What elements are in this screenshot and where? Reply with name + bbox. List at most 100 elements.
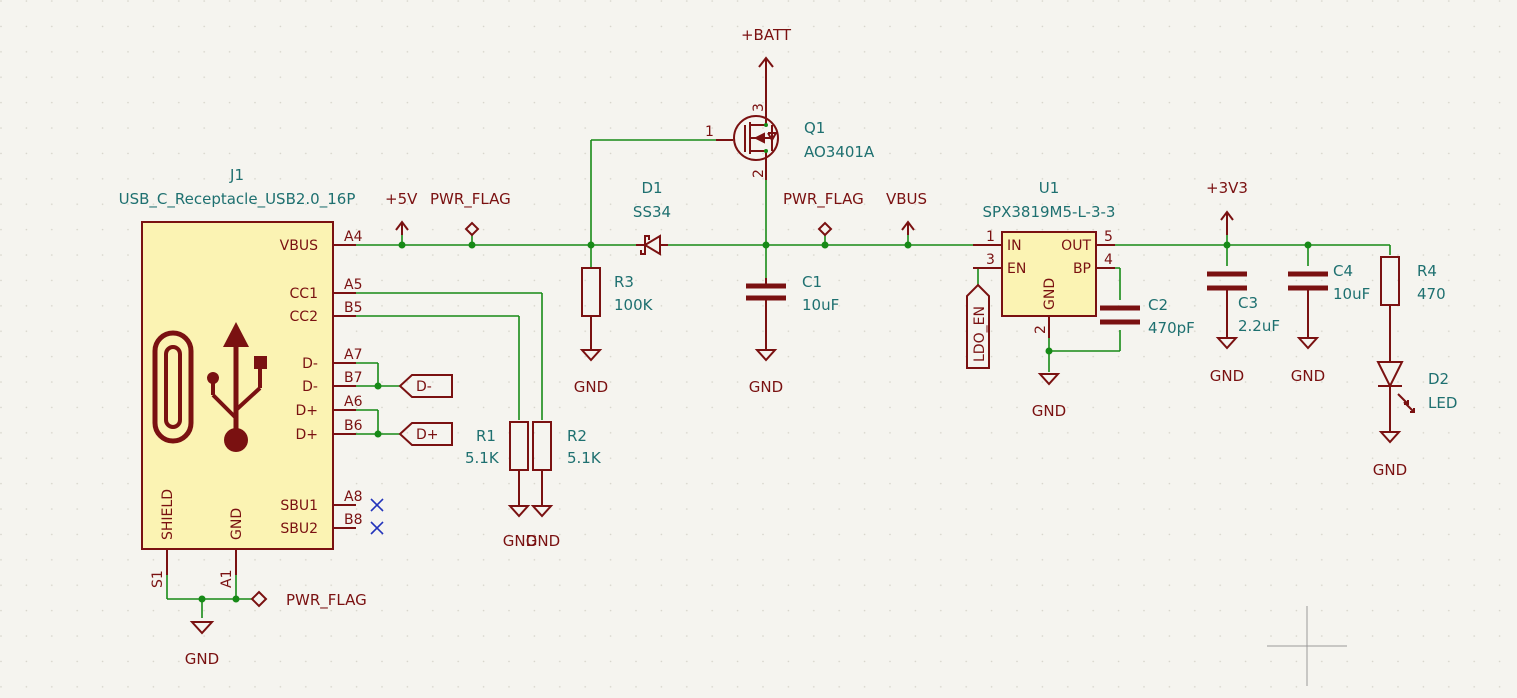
- j1-pnum-b8: B8: [344, 512, 363, 528]
- gnd-c4-label: GND: [1291, 367, 1325, 385]
- gnd-c1-label: GND: [749, 378, 783, 396]
- d-plus-label[interactable]: D+: [398, 422, 453, 446]
- gnd-c1[interactable]: GND: [749, 349, 783, 396]
- j1-pnum-a7: A7: [344, 347, 362, 363]
- ldo-en-label[interactable]: LDO_EN: [966, 283, 990, 369]
- j1-pnum-b6: B6: [344, 418, 363, 434]
- u1-pin-in: IN: [1007, 238, 1022, 254]
- j1-pin-dm1: D-: [302, 356, 318, 372]
- wires: [166, 139, 1391, 618]
- c1-capacitor[interactable]: C1 10uF: [746, 273, 839, 350]
- power-3v3[interactable]: +3V3: [1206, 179, 1248, 235]
- j1-pin-gnd: GND: [229, 508, 245, 540]
- gnd-d2[interactable]: GND: [1373, 431, 1407, 479]
- r1-resistor[interactable]: R1 5.1K: [465, 421, 529, 506]
- r3-value: 100K: [614, 296, 654, 314]
- gnd-c3[interactable]: GND: [1210, 337, 1244, 385]
- pwr-flag-1[interactable]: PWR_FLAG: [430, 190, 511, 237]
- gnd-j1[interactable]: GND: [185, 621, 219, 668]
- r2-value: 5.1K: [567, 449, 602, 467]
- d-minus-label-text: D-: [416, 379, 432, 395]
- gnd-r2-label: GND: [526, 532, 560, 550]
- c3-ref: C3: [1238, 294, 1258, 312]
- gnd-r1-label: GND: [503, 532, 537, 550]
- c4-capacitor[interactable]: C4 10uF: [1288, 262, 1370, 338]
- power-3v3-label: +3V3: [1206, 179, 1248, 197]
- power-vbus[interactable]: VBUS: [886, 190, 927, 235]
- u1-pnum-en: 3: [986, 252, 995, 268]
- j1-ref: J1: [229, 166, 244, 184]
- q1-ref: Q1: [804, 119, 825, 137]
- gnd-r3-label: GND: [574, 378, 608, 396]
- u1-regulator[interactable]: U1 SPX3819M5-L-3-3 IN EN OUT BP GND 1 3 …: [973, 179, 1115, 338]
- r4-ref: R4: [1417, 262, 1437, 280]
- gnd-d2-label: GND: [1373, 461, 1407, 479]
- pwr-flag-3[interactable]: PWR_FLAG: [250, 590, 367, 610]
- pwr-flag-2-label: PWR_FLAG: [783, 190, 864, 209]
- pwr-flag-2[interactable]: PWR_FLAG: [783, 190, 864, 237]
- u1-pin-bp: BP: [1073, 261, 1091, 277]
- d1-ref: D1: [641, 179, 662, 197]
- u1-pin-en: EN: [1007, 261, 1026, 277]
- c2-ref: C2: [1148, 296, 1168, 314]
- gnd-r3[interactable]: GND: [574, 349, 608, 396]
- q1-mosfet[interactable]: 1 2 3 Q1 AO3401A: [705, 92, 875, 180]
- power-batt-label: +BATT: [741, 26, 792, 44]
- power-5v-label: +5V: [385, 190, 418, 208]
- q1-pnum-source: 2: [751, 169, 767, 178]
- power-vbus-label: VBUS: [886, 190, 927, 208]
- d2-value: LED: [1428, 394, 1457, 412]
- r3-resistor[interactable]: R3 100K: [581, 267, 654, 350]
- d1-diode[interactable]: D1 SS34: [633, 179, 671, 256]
- j1-pnum-a1: A1: [219, 570, 235, 588]
- crosshair-cursor-icon: [1267, 606, 1347, 686]
- u1-body: [1001, 231, 1097, 317]
- j1-pin-dm2: D-: [302, 379, 318, 395]
- c1-value: 10uF: [802, 296, 839, 314]
- usb-logo-icon: [152, 322, 267, 452]
- r1-value: 5.1K: [465, 449, 500, 467]
- c2-value: 470pF: [1148, 319, 1195, 337]
- j1-pnum-a6: A6: [344, 394, 363, 410]
- r2-resistor[interactable]: R2 5.1K: [532, 421, 602, 506]
- r3-ref: R3: [614, 273, 634, 291]
- r2-ref: R2: [567, 427, 587, 445]
- d-plus-label-text: D+: [416, 427, 439, 443]
- r4-value: 470: [1417, 285, 1446, 303]
- j1-pnum-b5: B5: [344, 300, 363, 316]
- d1-value: SS34: [633, 203, 671, 221]
- j1-usb-c-connector[interactable]: J1 USB_C_Receptacle_USB2.0_16P: [119, 166, 363, 588]
- d2-led[interactable]: D2 LED: [1376, 361, 1457, 432]
- j1-pnum-a8: A8: [344, 489, 362, 505]
- gnd-c4[interactable]: GND: [1291, 337, 1325, 385]
- pwr-flag-3-label: PWR_FLAG: [286, 591, 367, 610]
- power-5v[interactable]: +5V: [385, 190, 418, 235]
- gnd-u1-label: GND: [1032, 402, 1066, 420]
- j1-pin-cc2: CC2: [290, 309, 318, 325]
- q1-pnum-drain: 3: [751, 103, 767, 112]
- c3-capacitor[interactable]: C3 2.2uF: [1207, 271, 1280, 338]
- j1-pnum-a5: A5: [344, 277, 362, 293]
- j1-pnum-b7: B7: [344, 370, 363, 386]
- power-batt[interactable]: +BATT: [741, 26, 792, 92]
- r1-ref: R1: [476, 427, 496, 445]
- d-minus-label[interactable]: D-: [398, 374, 453, 398]
- gnd-r2[interactable]: GND: [526, 505, 560, 550]
- u1-pnum-in: 1: [986, 229, 995, 245]
- gnd-u1[interactable]: GND: [1032, 373, 1066, 420]
- gnd-c3-label: GND: [1210, 367, 1244, 385]
- u1-pnum-bp: 4: [1104, 252, 1113, 268]
- ldo-en-label-text: LDO_EN: [972, 306, 988, 362]
- r4-resistor[interactable]: R4 470: [1380, 256, 1446, 362]
- q1-value: AO3401A: [804, 143, 875, 161]
- c1-ref: C1: [802, 273, 822, 291]
- c2-capacitor[interactable]: C2 470pF: [1100, 296, 1195, 337]
- u1-value: SPX3819M5-L-3-3: [983, 203, 1116, 221]
- gnd-j1-label: GND: [185, 650, 219, 668]
- gnd-r1[interactable]: GND: [503, 505, 537, 550]
- j1-pnum-s1: S1: [150, 570, 166, 588]
- q1-pnum-gate: 1: [705, 124, 714, 140]
- pwr-flag-1-label: PWR_FLAG: [430, 190, 511, 209]
- j1-pin-shield: SHIELD: [160, 489, 176, 540]
